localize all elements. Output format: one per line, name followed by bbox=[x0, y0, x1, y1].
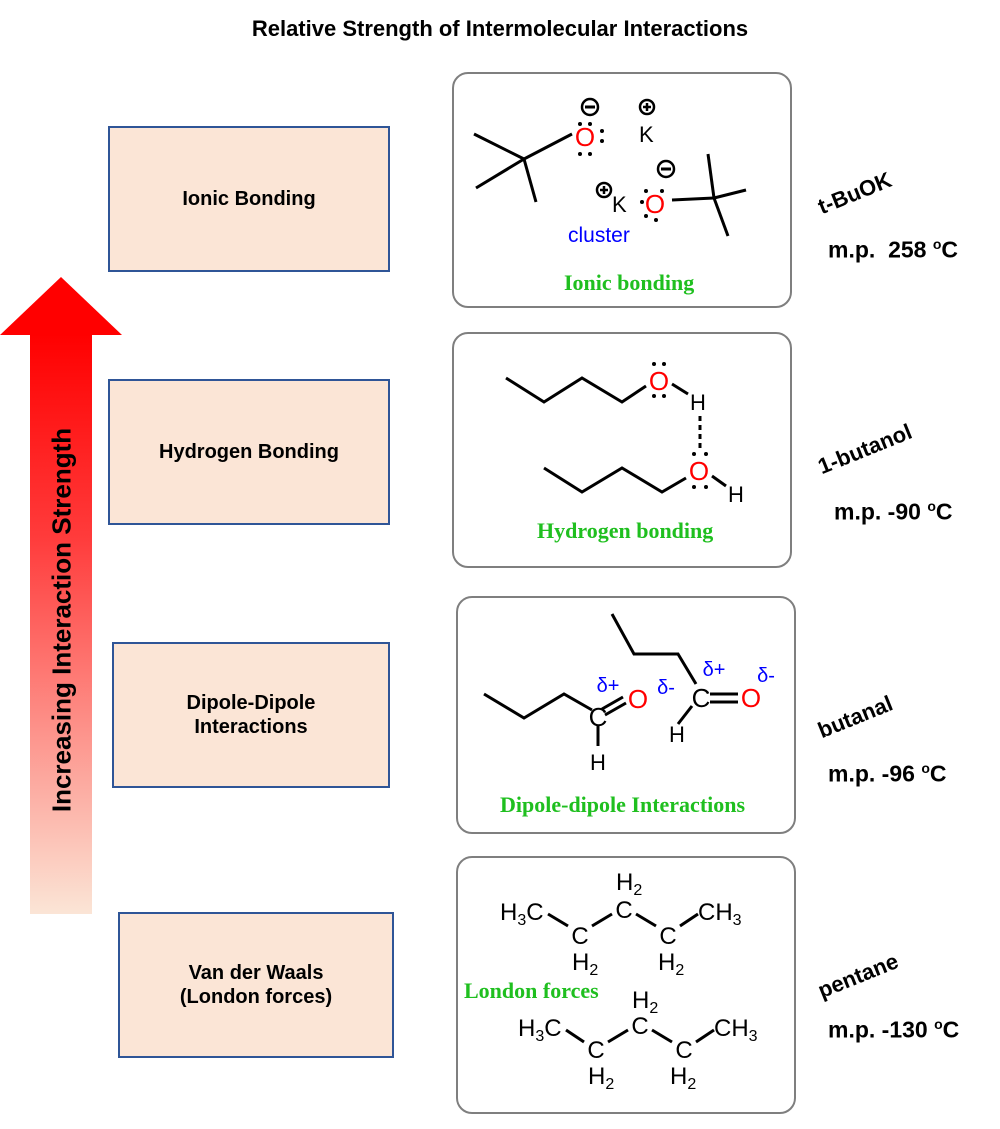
category-dipole-dipole: Dipole-Dipole Interactions bbox=[112, 642, 390, 788]
melting-point-t-buok: m.p. 258 oC bbox=[828, 236, 959, 263]
methyl-group: H3C bbox=[518, 1015, 562, 1045]
partial-positive-label: δ+ bbox=[597, 675, 620, 697]
category-hydrogen-bonding: Hydrogen Bonding bbox=[108, 379, 390, 525]
carbon-atom: C bbox=[571, 923, 588, 950]
arrow-head bbox=[0, 277, 122, 335]
butanol-structure: O H O H bbox=[505, 362, 744, 507]
category-label-line1: Van der Waals bbox=[188, 962, 324, 984]
potassium-atom: K bbox=[639, 122, 654, 147]
positive-charge-icon bbox=[595, 181, 613, 199]
pentane-structure: H3C C C C CH3 H2 H2 H2 H3C C C C CH3 H2 … bbox=[500, 869, 758, 1093]
methyl-group: CH3 bbox=[698, 899, 742, 929]
negative-charge-icon bbox=[580, 97, 600, 117]
caption-london-forces: London forces bbox=[464, 978, 599, 1003]
diagram-title: Relative Strength of Intermolecular Inte… bbox=[251, 16, 749, 41]
category-label: Hydrogen Bonding bbox=[159, 441, 339, 463]
potassium-atom: K bbox=[612, 192, 627, 217]
carbon-atom: C bbox=[589, 702, 608, 732]
methyl-group: CH3 bbox=[714, 1015, 758, 1045]
category-ionic-bonding: Ionic Bonding bbox=[108, 126, 390, 272]
compound-name-butanal: butanal bbox=[814, 690, 897, 744]
butanal-structure: C O H δ+ δ- C O H δ+ δ- bbox=[483, 613, 775, 775]
compound-name-t-buok: t-BuOK bbox=[814, 167, 896, 220]
methylene-h2: H2 bbox=[632, 987, 658, 1017]
arrow-label: Increasing Interaction Strength bbox=[46, 427, 77, 813]
increasing-strength-arrow bbox=[0, 277, 122, 914]
category-label-line2: (London forces) bbox=[179, 986, 333, 1008]
oxygen-atom: O bbox=[689, 456, 709, 486]
partial-negative-label: δ- bbox=[657, 677, 675, 699]
carbon-atom: C bbox=[659, 923, 676, 950]
oxygen-atom: O bbox=[649, 366, 669, 396]
category-label-line2: Interactions bbox=[194, 716, 308, 738]
methylene-h2: H2 bbox=[572, 949, 598, 979]
oxygen-atom: O bbox=[628, 684, 648, 714]
carbon-atom: C bbox=[692, 683, 711, 713]
cluster-annotation: cluster bbox=[568, 224, 630, 247]
compound-name-1-butanol: 1-butanol bbox=[814, 418, 916, 480]
t-buok-structure: O K O K cluster bbox=[473, 97, 747, 247]
negative-charge-icon bbox=[656, 159, 676, 179]
carbon-atom: C bbox=[631, 1013, 648, 1040]
carbon-atom: C bbox=[675, 1037, 692, 1064]
hydrogen-atom: H bbox=[728, 482, 744, 507]
caption-dipole-dipole: Dipole-dipole Interactions bbox=[500, 792, 746, 817]
panel-london-forces: H3C C C C CH3 H2 H2 H2 H3C C C C CH3 H2 … bbox=[456, 856, 796, 1114]
oxygen-atom: O bbox=[575, 122, 595, 152]
arrow-shaft bbox=[30, 334, 92, 914]
methylene-h2: H2 bbox=[670, 1063, 696, 1093]
methylene-h2: H2 bbox=[616, 869, 642, 899]
panel-dipole-dipole: C O H δ+ δ- C O H δ+ δ- Dipole-dipole In… bbox=[456, 596, 796, 834]
methylene-h2: H2 bbox=[588, 1063, 614, 1093]
positive-charge-icon bbox=[638, 98, 656, 116]
melting-point-pentane: m.p. -130 oC bbox=[828, 1016, 960, 1043]
oxygen-atom: O bbox=[645, 189, 665, 219]
carbon-atom: C bbox=[587, 1037, 604, 1064]
category-van-der-waals: Van der Waals (London forces) bbox=[118, 912, 394, 1058]
category-label-line1: Dipole-Dipole bbox=[186, 692, 316, 714]
hydrogen-atom: H bbox=[590, 750, 606, 775]
panel-hydrogen-bonding: O H O H Hydrogen bonding bbox=[452, 332, 792, 568]
partial-positive-label: δ+ bbox=[703, 659, 726, 681]
partial-negative-label: δ- bbox=[757, 665, 775, 687]
hydrogen-atom: H bbox=[669, 722, 685, 747]
methyl-group: H3C bbox=[500, 899, 544, 929]
category-label: Ionic Bonding bbox=[182, 188, 316, 210]
compound-name-pentane: pentane bbox=[814, 948, 902, 1004]
oxygen-atom: O bbox=[741, 683, 761, 713]
hydrogen-atom: H bbox=[690, 390, 706, 415]
carbon-atom: C bbox=[615, 897, 632, 924]
melting-point-butanal: m.p. -96 oC bbox=[828, 760, 947, 787]
caption-hydrogen-bonding: Hydrogen bonding bbox=[537, 518, 714, 543]
melting-point-1-butanol: m.p. -90 oC bbox=[834, 498, 953, 525]
caption-ionic-bonding: Ionic bonding bbox=[564, 270, 695, 295]
panel-ionic-bonding: O K O K cluster Ionic bonding bbox=[452, 72, 792, 308]
methylene-h2: H2 bbox=[658, 949, 684, 979]
